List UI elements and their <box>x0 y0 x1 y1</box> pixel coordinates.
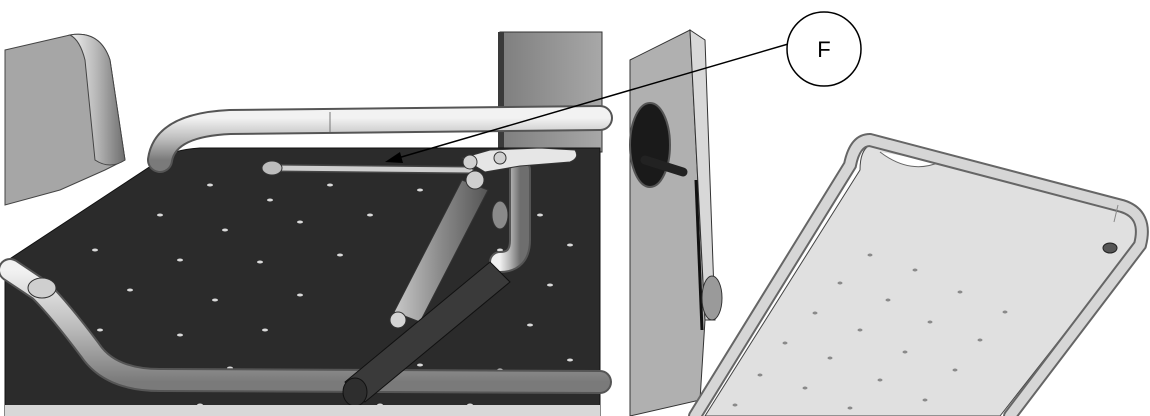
callout-arrowhead <box>385 152 403 163</box>
callout-label: F <box>817 37 830 62</box>
light-tray-perforations <box>732 253 1008 410</box>
tube-clamp <box>27 277 57 299</box>
upright-panel-edge <box>498 32 504 152</box>
upright-panel <box>499 31 603 153</box>
frame-knob <box>1102 242 1118 254</box>
left-view <box>0 31 613 416</box>
callout-circle <box>786 11 862 87</box>
frame-tube-left-highlight <box>0 260 610 392</box>
release-rod-knob <box>261 160 283 176</box>
right-view <box>629 29 1149 416</box>
panel-opening <box>629 102 671 188</box>
seat-tray-light <box>704 144 1140 416</box>
backrest-padding <box>68 33 126 166</box>
mechanism-bracket <box>460 147 578 173</box>
panel-wheel <box>701 275 723 321</box>
frame-tube-top-highlight <box>149 107 611 171</box>
panel-lever <box>640 155 688 177</box>
callout-f: F <box>385 11 862 163</box>
callout-leader-line <box>397 41 796 159</box>
caster-wheel <box>491 200 509 230</box>
